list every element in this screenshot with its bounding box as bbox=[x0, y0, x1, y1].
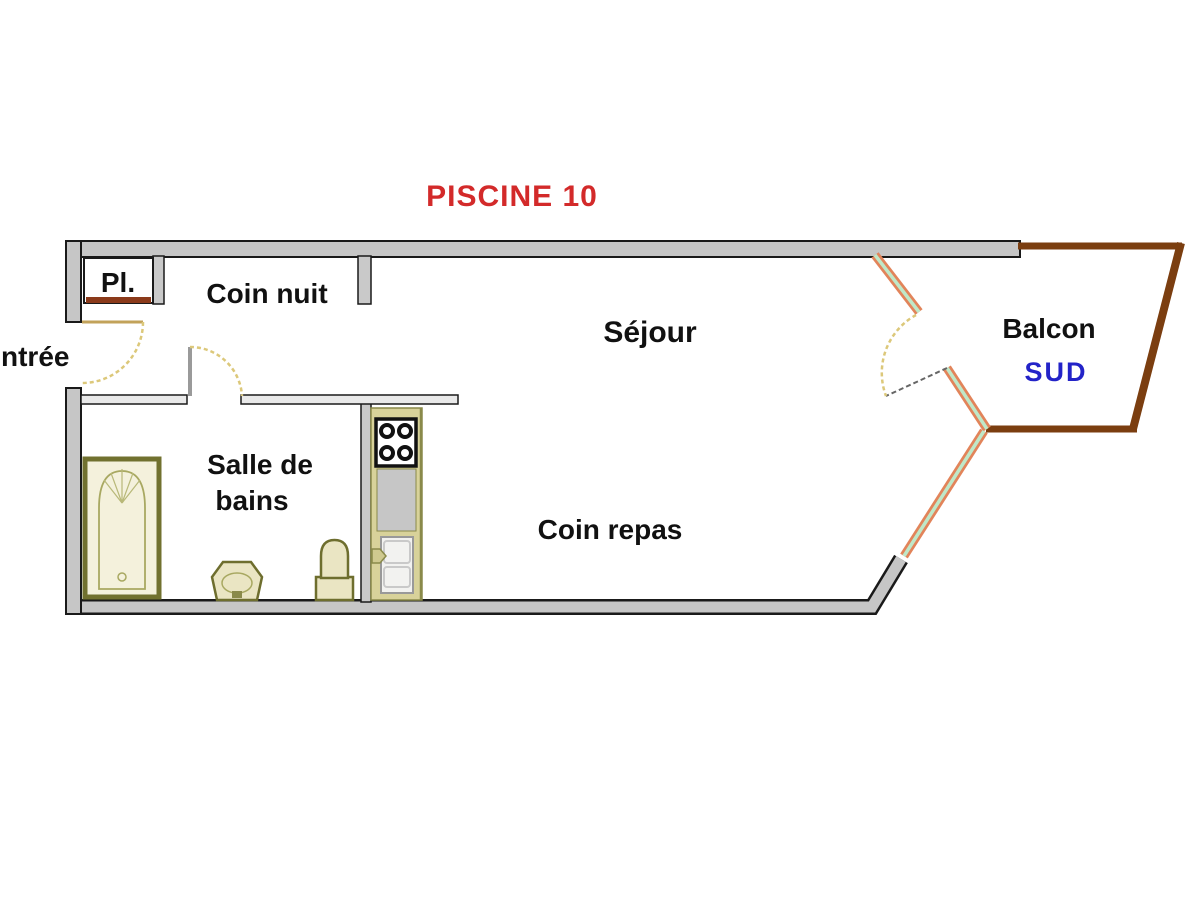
bidet-detail bbox=[232, 591, 242, 598]
balcony-edge-right bbox=[1129, 242, 1185, 430]
bathroom-kitchen-wall bbox=[360, 395, 372, 603]
stove-burners-icon bbox=[379, 423, 413, 461]
bathroom-top-wall-left bbox=[80, 394, 188, 405]
coin-nuit-partition-wall bbox=[357, 255, 372, 305]
sejour-label: Séjour bbox=[603, 316, 697, 349]
balcony-outline bbox=[986, 242, 1185, 433]
entree-label: ntrée bbox=[1, 341, 69, 372]
entree-door-swing-arc bbox=[81, 321, 145, 385]
salle-de-bains-label-line2: bains bbox=[215, 485, 288, 516]
balcony-door-leaf bbox=[885, 367, 948, 397]
sink-icon bbox=[380, 536, 414, 594]
kitchen-unit bbox=[370, 407, 423, 601]
kitchen-counter bbox=[376, 468, 417, 532]
bottom-wall bbox=[68, 556, 906, 613]
left-wall-lower bbox=[65, 387, 82, 615]
placard-label: Pl. bbox=[101, 267, 135, 298]
bathroom-top-wall-right bbox=[240, 394, 459, 405]
bathtub-drain bbox=[117, 572, 127, 582]
toilet-bowl-icon bbox=[319, 538, 350, 580]
closet bbox=[83, 257, 154, 304]
coin-nuit-label: Coin nuit bbox=[206, 278, 327, 309]
coin-repas-label: Coin repas bbox=[538, 514, 683, 545]
closet-side-wall bbox=[152, 255, 165, 305]
left-wall-upper bbox=[65, 240, 82, 323]
closet-door-front bbox=[86, 297, 151, 303]
salle-de-bains-label-line1: Salle de bbox=[207, 449, 313, 480]
faucet-icon bbox=[371, 548, 387, 564]
doors bbox=[81, 313, 948, 397]
walls bbox=[65, 240, 1021, 615]
window-pane-b-glass bbox=[945, 367, 989, 430]
window-pane-a-glass bbox=[873, 253, 921, 314]
toilet-tank bbox=[314, 575, 355, 602]
labels: PISCINE 10 Pl. Coin nuit ntrée Séjour Sa… bbox=[1, 180, 1096, 545]
bottom-wall-outline bbox=[68, 554, 908, 615]
balcony-door-swing-arc bbox=[880, 313, 917, 397]
balcon-label: Balcon bbox=[1002, 313, 1095, 344]
bidet-icon bbox=[210, 560, 264, 602]
bathtub-arch-fan bbox=[103, 469, 141, 504]
sink-basin-top bbox=[383, 540, 411, 564]
sink-basin-bottom bbox=[383, 566, 411, 588]
plan-title: PISCINE 10 bbox=[426, 180, 598, 213]
glazing bbox=[871, 252, 991, 559]
bathroom-door-swing-arc bbox=[189, 345, 244, 397]
balcon-orientation-label: SUD bbox=[1024, 357, 1087, 387]
bathroom-fixtures bbox=[82, 456, 355, 602]
window-pane-c-glass bbox=[902, 430, 986, 557]
